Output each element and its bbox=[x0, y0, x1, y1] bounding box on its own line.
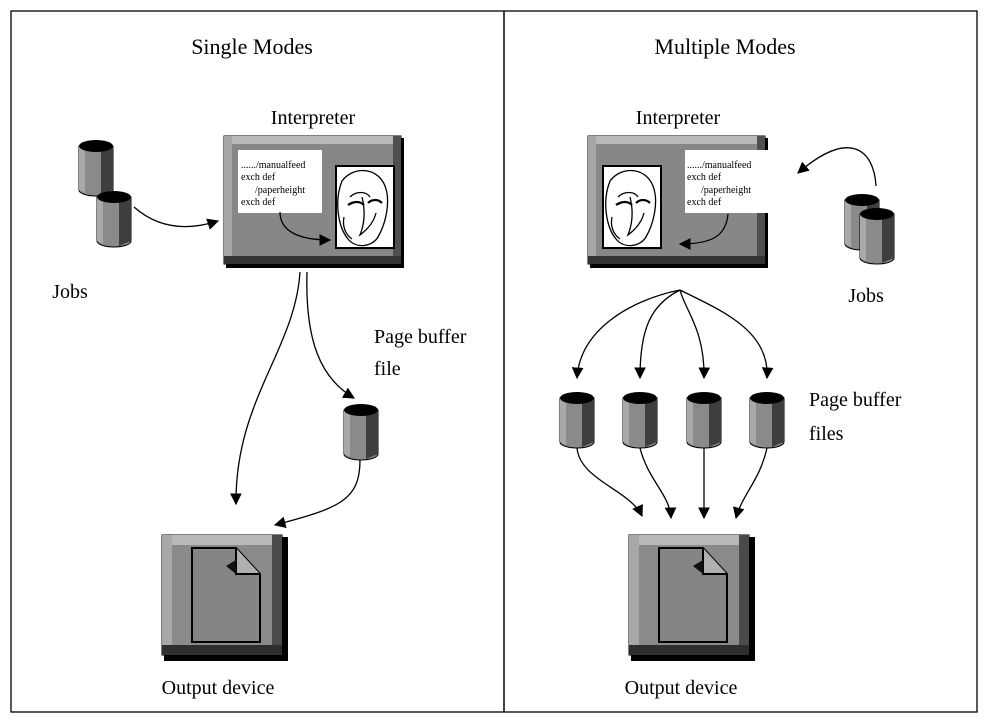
right-buffer-file-3 bbox=[686, 391, 722, 449]
right-interpreter-box: ....../manualfeed exch def /paperheight … bbox=[587, 135, 769, 268]
right-panel-title: Multiple Modes bbox=[654, 34, 795, 59]
left-code-note bbox=[238, 150, 322, 213]
outer-frame bbox=[10, 10, 978, 713]
right-buffer-files bbox=[559, 391, 785, 449]
right-buffer-file-2 bbox=[622, 391, 658, 449]
left-code-line-1: ....../manualfeed bbox=[241, 160, 305, 171]
left-interpreter-label: Interpreter bbox=[271, 107, 356, 129]
left-buffer-label-line2: file bbox=[374, 358, 401, 380]
right-jobs-arrow bbox=[797, 147, 877, 187]
right-fanout-arrow-4 bbox=[679, 289, 774, 380]
right-buffer-label-line2: files bbox=[809, 423, 844, 445]
right-jobs-label: Jobs bbox=[848, 285, 884, 307]
right-output-label: Output device bbox=[625, 677, 738, 699]
left-buffer-to-output-arrow bbox=[273, 459, 361, 528]
left-panel-title: Single Modes bbox=[191, 34, 313, 59]
right-code-line-3: /paperheight bbox=[701, 185, 751, 196]
right-fanout-arrow-2 bbox=[634, 289, 681, 380]
right-buffer-label-line1: Page buffer bbox=[809, 389, 902, 411]
right-code-note bbox=[685, 150, 769, 213]
right-buffer-file-4 bbox=[749, 391, 785, 449]
left-to-output-arrow bbox=[230, 271, 301, 506]
left-jobs-arrow bbox=[133, 206, 220, 230]
left-output-label: Output device bbox=[162, 677, 275, 699]
left-code-line-2: exch def bbox=[241, 172, 276, 183]
left-jobs-label: Jobs bbox=[52, 281, 88, 303]
right-code-line-2: exch def bbox=[687, 172, 722, 183]
right-converge-arrow-2 bbox=[639, 447, 677, 520]
right-converge-arrow-4 bbox=[733, 447, 768, 520]
left-output-device bbox=[161, 534, 288, 661]
right-code-line-4: exch def bbox=[687, 197, 722, 208]
right-interpreter-label: Interpreter bbox=[636, 107, 721, 129]
right-interp-internal-arrow bbox=[678, 213, 729, 250]
right-converge-arrow-1 bbox=[576, 447, 643, 518]
left-to-buffer-arrow bbox=[306, 271, 356, 399]
left-interpreter-box: ....../manualfeed exch def /paperheight … bbox=[223, 135, 404, 268]
left-code-line-3: /paperheight bbox=[255, 185, 305, 196]
right-fanout-arrow-1 bbox=[571, 289, 681, 380]
left-jobs-icon bbox=[78, 139, 132, 248]
right-code-line-1: ....../manualfeed bbox=[687, 160, 751, 171]
right-buffer-file-1 bbox=[559, 391, 595, 449]
right-document-page-icon bbox=[658, 547, 728, 643]
left-interp-internal-arrow bbox=[279, 211, 332, 246]
left-buffer-label-line1: Page buffer bbox=[374, 326, 467, 348]
left-face-frame bbox=[335, 165, 395, 249]
left-buffer-file-icon bbox=[343, 403, 379, 461]
right-output-device bbox=[628, 534, 755, 661]
left-code-line-4: exch def bbox=[241, 197, 276, 208]
left-document-page-icon bbox=[191, 547, 261, 643]
right-jobs-icon bbox=[844, 193, 895, 265]
right-fanout-arrow-3 bbox=[679, 289, 711, 380]
